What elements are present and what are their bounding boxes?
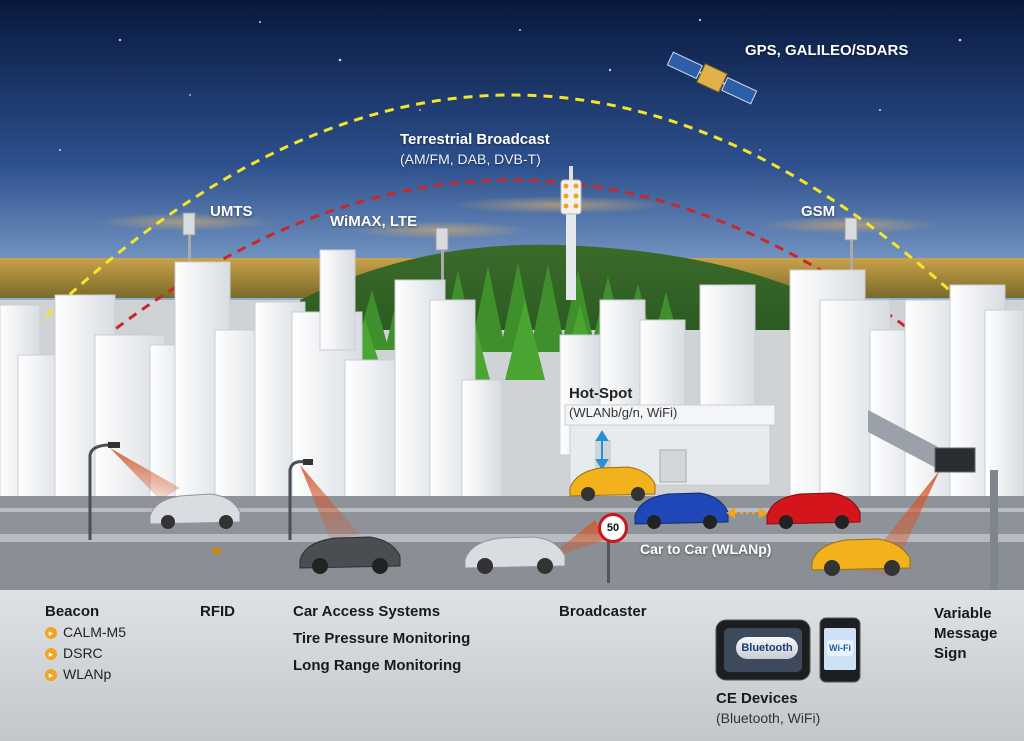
rfid-tag — [212, 548, 221, 554]
beacon-label: Beacon — [45, 603, 100, 620]
beacon-item: ▸CALM-M5 — [45, 624, 126, 640]
car-dark — [299, 536, 401, 574]
beacon-item: ▸WLANp — [45, 666, 111, 682]
variable-message-sign — [868, 410, 998, 590]
car-to-car-label: Car to Car (WLANp) — [640, 541, 772, 557]
tire-pressure-label: Tire Pressure Monitoring — [293, 630, 471, 647]
stars — [59, 18, 962, 151]
gsm-antenna-icon — [844, 217, 858, 270]
terrestrial-broadcast-sub: (AM/FM, DAB, DVB-T) — [400, 151, 541, 167]
broadcaster-label: Broadcaster — [559, 603, 647, 620]
lamp-head — [108, 442, 120, 448]
wifi-logo: Wi-Fi — [827, 640, 853, 656]
street-lamp-icon — [88, 443, 306, 540]
satellite-icon — [666, 51, 758, 105]
ce-devices-sub: (Bluetooth, WiFi) — [716, 710, 821, 726]
city-buildings-left — [0, 249, 503, 501]
car-blue — [634, 492, 729, 529]
beacon-item: ▸DSRC — [45, 645, 103, 661]
hotspot-signal-arrow — [595, 430, 609, 470]
bullet-icon: ▸ — [45, 627, 57, 639]
satellite-arc — [10, 93, 1014, 352]
bluetooth-logo: Bluetooth — [736, 637, 798, 659]
car-yellow-1 — [569, 466, 656, 501]
rfid-label: RFID — [200, 603, 235, 620]
bullet-icon: ▸ — [45, 669, 57, 681]
car-silver-1 — [149, 493, 241, 529]
vms-label-line2: Message — [934, 625, 998, 642]
lamp-head — [303, 459, 313, 465]
long-range-label: Long Range Monitoring — [293, 657, 462, 674]
wimax-antenna-icon — [435, 227, 449, 280]
umts-antenna-icon — [182, 212, 196, 265]
hotspot-sub: (WLANb/g/n, WiFi) — [569, 405, 678, 420]
car-red — [766, 492, 861, 529]
beacon-beam — [110, 448, 180, 500]
hotspot-label: Hot-Spot — [569, 385, 633, 402]
ce-devices-label: CE Devices — [716, 690, 798, 707]
gps-label: GPS, GALILEO/SDARS — [745, 42, 909, 59]
terrestrial-broadcast-label: Terrestrial Broadcast — [400, 131, 550, 148]
beacon-beam — [300, 465, 360, 540]
car-yellow-2 — [811, 538, 911, 576]
car-silver-2 — [464, 536, 566, 574]
car-access-label: Car Access Systems — [293, 603, 441, 620]
vms-label-line3: Sign — [934, 645, 967, 662]
speed-limit-sign: 50 — [598, 513, 628, 543]
car-to-car-arrow-icon — [726, 507, 768, 519]
bullet-icon: ▸ — [45, 648, 57, 660]
legend-area — [0, 590, 1024, 741]
vms-label-line1: Variable — [934, 605, 992, 622]
umts-label: UMTS — [210, 203, 253, 220]
wimax-lte-label: WiMAX, LTE — [330, 213, 418, 230]
broadcast-tower-icon — [560, 166, 582, 300]
gsm-label: GSM — [801, 203, 836, 220]
